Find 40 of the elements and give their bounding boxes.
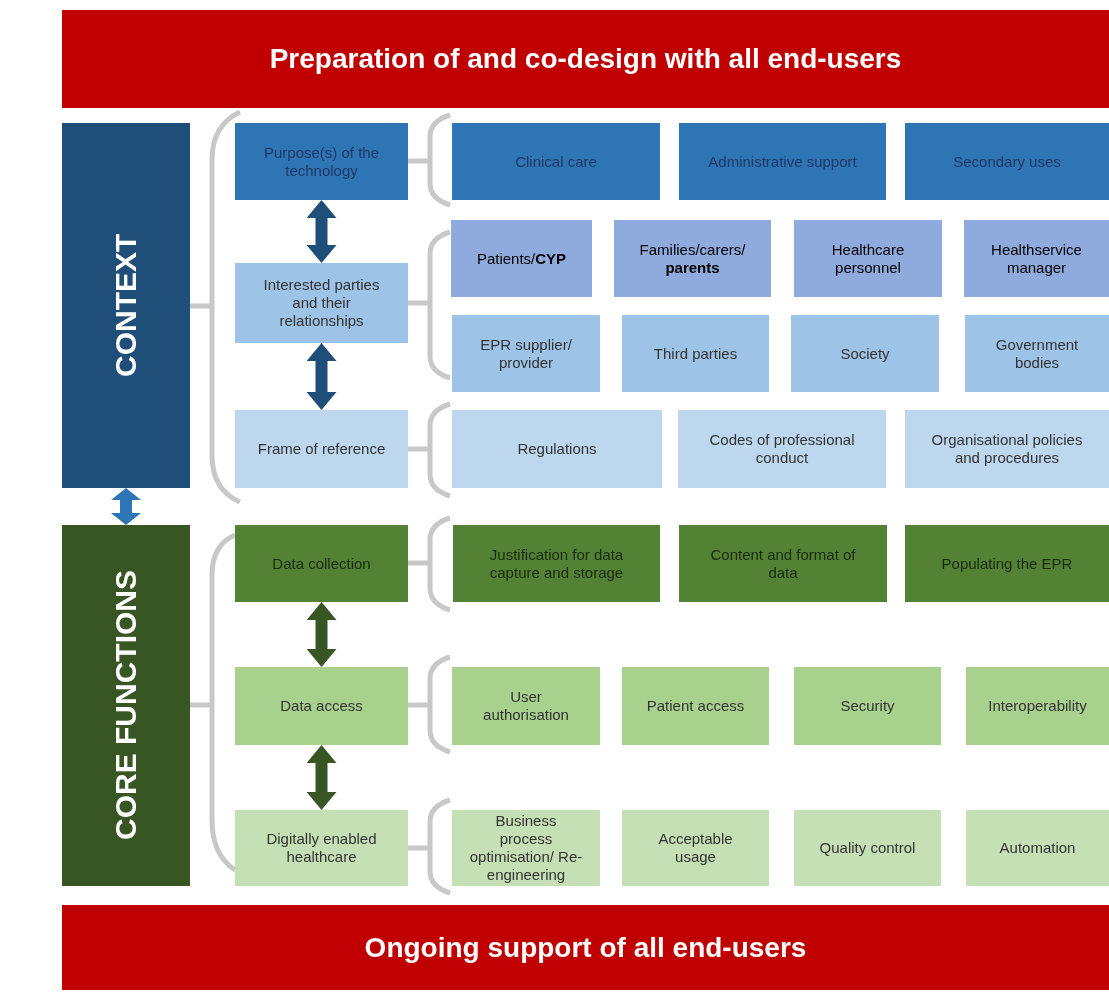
category-box: Third parties [622,315,769,392]
category-box: Families/carers/ parents [614,220,771,297]
category-box: Justification for data capture and storage [453,525,660,602]
category-box: EPR supplier/ provider [452,315,600,392]
category-box: Government bodies [965,315,1109,392]
category-box: Security [794,667,941,745]
category-box: Regulations [452,410,662,488]
section-bar: CORE FUNCTIONS [62,525,190,886]
banner: Preparation of and co-design with all end-users [62,10,1109,108]
category-box: Content and format of data [679,525,887,602]
category-box: Data access [235,667,408,745]
double-arrow [306,745,337,810]
category-box: Interested parties and their relationships [235,263,408,343]
category-box: Interoperability [966,667,1109,745]
category-box: User authorisation [452,667,600,745]
category-box: Automation [966,810,1109,886]
category-box: Clinical care [452,123,660,200]
category-box: Populating the EPR [905,525,1109,602]
category-box: Healthcare personnel [794,220,942,297]
category-box: Codes of professional conduct [678,410,886,488]
double-arrow [111,488,141,525]
banner: Ongoing support of all end-users [62,905,1109,990]
category-box: Digitally enabled healthcare [235,810,408,886]
category-box: Society [791,315,939,392]
double-arrow [306,200,337,263]
category-box: Organisational policies and procedures [905,410,1109,488]
category-box: Purpose(s) of the technology [235,123,408,200]
category-box: Administrative support [679,123,886,200]
double-arrow [306,343,337,410]
category-box: Patients/CYP [451,220,592,297]
category-box: Data collection [235,525,408,602]
category-box: Secondary uses [905,123,1109,200]
double-arrow [306,602,337,667]
category-box: Frame of reference [235,410,408,488]
category-box: Quality control [794,810,941,886]
section-bar: CONTEXT [62,123,190,488]
category-box: Acceptable usage [622,810,769,886]
category-box: Business process optimisation/ Re-engineering [452,810,600,886]
category-box: Patient access [622,667,769,745]
category-box: Healthservice manager [964,220,1109,297]
